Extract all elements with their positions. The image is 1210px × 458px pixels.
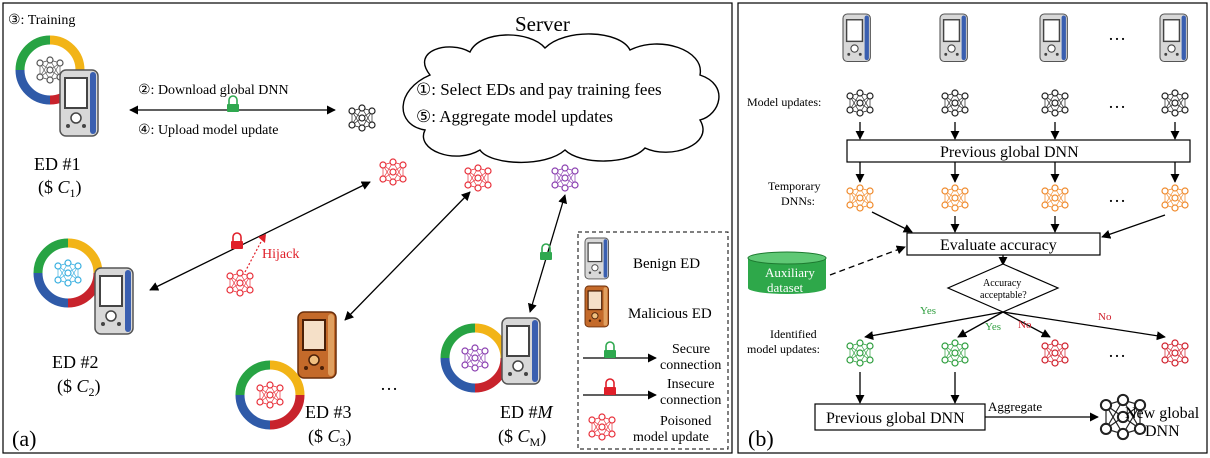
- phone-icon-b2: [939, 13, 969, 63]
- panel-b-frame: [737, 2, 1208, 454]
- insecure-lock-icon-1: [230, 232, 244, 250]
- identified-icon-green-2: [941, 339, 969, 367]
- auxiliary-label-1: Auxiliary: [765, 265, 815, 280]
- dnn-icon-ed1: [36, 56, 64, 84]
- temp-icon-b2: [941, 184, 969, 212]
- ed1-name: ED #1: [34, 154, 81, 174]
- legend-malicious-phone-icon: [584, 285, 610, 328]
- temporary-label-1: Temporary: [768, 179, 820, 193]
- update-icon-b3: [1041, 89, 1069, 117]
- ed-ellipsis: …: [380, 374, 398, 394]
- legend-insecure-2: connection: [660, 393, 721, 408]
- identified-label-1: Identified: [770, 327, 817, 341]
- legend-insecure-1: Insecure: [667, 377, 714, 392]
- dnn-icon-edm: [461, 344, 489, 372]
- edm-name: ED #M: [500, 402, 554, 422]
- yes-label-1: Yes: [920, 305, 936, 317]
- panel-a-frame: [2, 2, 733, 454]
- ed3-fee: ($ C3): [308, 426, 352, 449]
- phone-icon-b1: [842, 13, 872, 63]
- ed2-server-arrow: [149, 181, 371, 291]
- aggregate-label: Aggregate: [988, 399, 1042, 414]
- legend-poisoned-1: Poisoned: [660, 414, 711, 429]
- hijack-label: Hijack: [262, 247, 299, 262]
- update-icon-b4: [1161, 89, 1189, 117]
- phone-icon-ed1: [59, 69, 99, 137]
- global-dnn-icon: [348, 104, 376, 132]
- identified-icon-green-1: [846, 339, 874, 367]
- evaluate-label: Evaluate accuracy: [940, 237, 1057, 254]
- poisoned-update-icon-2: [464, 164, 492, 192]
- dnn-icon-ed3: [256, 381, 284, 409]
- prev-global-top: Previous global DNN: [940, 144, 1079, 161]
- new-global-label-2: DNN: [1145, 423, 1180, 440]
- identified-ellipsis: …: [1108, 341, 1126, 361]
- ed2-name: ED #2: [52, 352, 99, 372]
- phone-icon-b3: [1039, 13, 1069, 63]
- update-icon-b2: [941, 89, 969, 117]
- panel-b-label: (b): [748, 426, 774, 451]
- ed3-server-arrow: [344, 191, 471, 321]
- legend-benign: Benign ED: [633, 256, 700, 272]
- phones-ellipsis: …: [1108, 24, 1126, 44]
- auxiliary-label-2: dataset: [767, 280, 803, 295]
- legend-secure-1: Secure: [672, 342, 710, 357]
- no-label-2: No: [1098, 311, 1112, 323]
- auxiliary-dataset-icon: [747, 251, 827, 294]
- phone-icon-edm: [501, 317, 541, 385]
- identified-icon-red-2: [1161, 339, 1189, 367]
- hijack-link: [244, 239, 263, 273]
- prev-global-bottom: Previous global DNN: [826, 410, 965, 427]
- temp-ellipsis: …: [1108, 186, 1126, 206]
- server-cloud: [402, 33, 720, 164]
- dnn-icon-ed2: [54, 259, 82, 287]
- temp-icon-b4: [1161, 184, 1189, 212]
- ed2-fee: ($ C2): [57, 376, 101, 399]
- step-3-label: ③: Training: [8, 13, 75, 28]
- secure-lock-icon-2: [539, 243, 553, 261]
- ed1-fee: ($ C1): [38, 177, 82, 200]
- model-updates-label: Model updates:: [747, 95, 821, 109]
- secure-lock-icon-1: [226, 95, 240, 113]
- temporary-label-2: DNNs:: [781, 194, 815, 208]
- decision-label-2: acceptable?: [980, 290, 1027, 301]
- edm-fee: ($ CM): [498, 426, 546, 449]
- legend-malicious: Malicious ED: [628, 306, 712, 322]
- poisoned-update-icon-3: [226, 269, 254, 297]
- prev-global-box-bottom: [814, 403, 986, 431]
- step-5-label: ⑤: Aggregate model updates: [416, 107, 613, 126]
- server-label: Server: [515, 12, 570, 36]
- step-4-label: ④: Upload model update: [138, 123, 278, 138]
- legend-benign-phone-icon: [584, 237, 610, 280]
- decision-label-1: Accuracy: [983, 278, 1021, 289]
- legend-poisoned-2: model update: [633, 430, 709, 445]
- identified-label-2: model updates:: [747, 342, 820, 356]
- yes-label-2: Yes: [985, 321, 1001, 333]
- update-icon-purple: [551, 164, 579, 192]
- prev-global-box-top: [846, 139, 1191, 163]
- update-icon-b1: [846, 89, 874, 117]
- identified-icon-red-1: [1041, 339, 1069, 367]
- temp-icon-b1: [846, 184, 874, 212]
- ed3-name: ED #3: [305, 402, 352, 422]
- step-1-label: ①: Select EDs and pay training fees: [416, 80, 662, 99]
- auxiliary-arrow: [829, 245, 906, 276]
- temp-icon-b3: [1041, 184, 1069, 212]
- new-global-label-1: New global: [1125, 405, 1200, 422]
- poisoned-update-icon-1: [379, 158, 407, 186]
- phone-icon-ed3: [297, 311, 337, 379]
- legend-secure-2: connection: [660, 358, 721, 373]
- no-label-1: No: [1018, 319, 1032, 331]
- phone-icon-b4: [1159, 13, 1189, 63]
- step-2-label: ②: Download global DNN: [138, 83, 289, 98]
- panel-a-label: (a): [12, 426, 36, 451]
- phone-icon-ed2: [94, 267, 134, 335]
- updates-ellipsis: …: [1108, 92, 1126, 112]
